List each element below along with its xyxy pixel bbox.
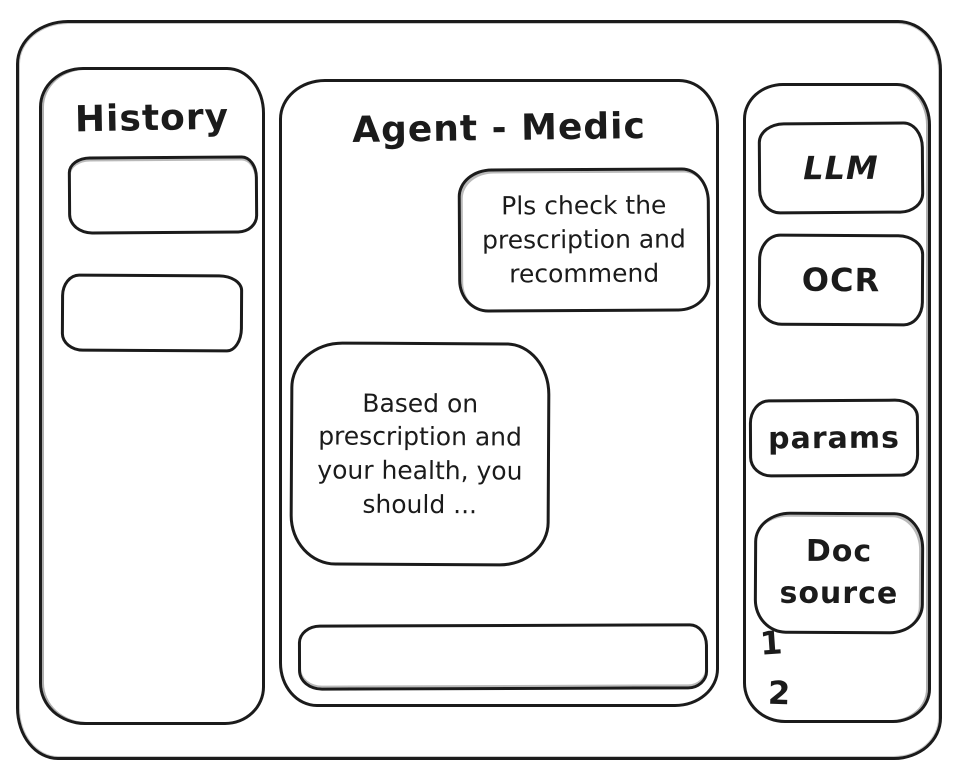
llm-button[interactable]: LLM (757, 121, 925, 215)
doc-source-button[interactable]: Doc source (753, 511, 925, 635)
doc-source-item-2[interactable]: 2 (767, 673, 791, 713)
app-window-frame: History Agent - Medic Pls check the pres… (16, 20, 942, 760)
params-button[interactable]: params (748, 398, 920, 478)
history-item-2[interactable] (60, 273, 244, 353)
ocr-button[interactable]: OCR (757, 233, 925, 327)
doc-source-item-1[interactable]: 1 (758, 623, 784, 663)
chat-title: Agent - Medic (351, 105, 647, 152)
history-item-1[interactable] (67, 155, 259, 235)
history-panel: History (39, 67, 265, 725)
history-title: History (74, 96, 230, 141)
doc-source-button-label: Doc source (779, 533, 899, 612)
user-message-bubble: Pls check the prescription and recommend (457, 167, 711, 313)
assistant-message-bubble: Based on prescription and your health, y… (289, 341, 551, 567)
message-input[interactable] (297, 623, 709, 691)
tools-panel: LLM OCR params Doc source 1 2 (743, 83, 931, 723)
chat-panel: Agent - Medic Pls check the prescription… (279, 79, 719, 707)
